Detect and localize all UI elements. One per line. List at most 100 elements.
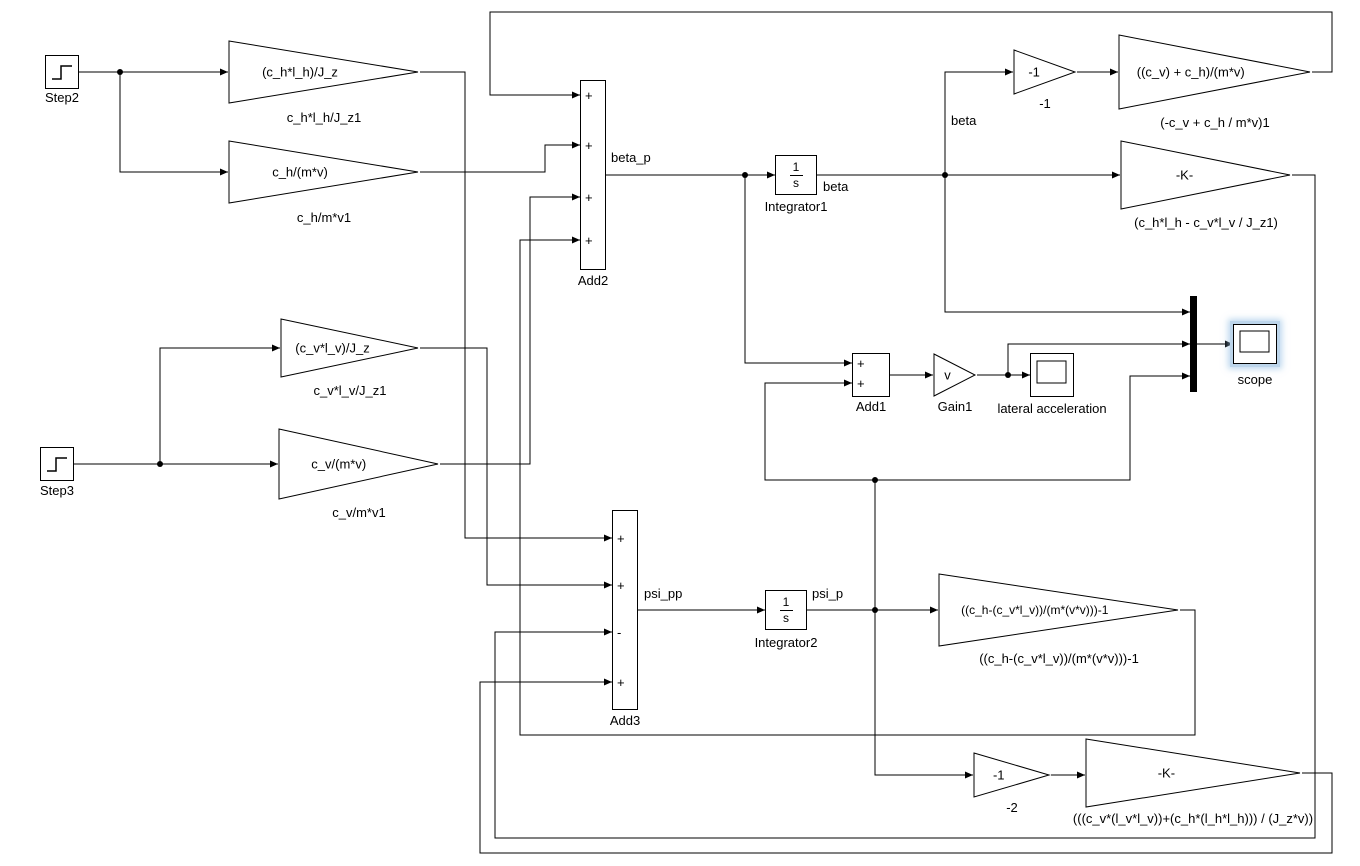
wire-big-to-add2[interactable] xyxy=(519,236,1196,736)
wire-step3-branch[interactable] xyxy=(159,344,280,464)
block-label-integrator1: Integrator1 xyxy=(764,199,828,214)
block-label-add2: Add2 xyxy=(577,273,609,288)
sum-sign: + xyxy=(857,376,865,391)
gain-k2[interactable]: -K- xyxy=(1085,738,1302,808)
sum-sign: + xyxy=(585,190,593,205)
sum-sign: + xyxy=(585,88,593,103)
block-label-add3: Add3 xyxy=(609,713,641,728)
gain-expression: -1 xyxy=(1028,64,1040,80)
integrator1-block[interactable]: 1 s xyxy=(775,155,817,195)
wire-ay-to-mux[interactable] xyxy=(1007,340,1190,375)
block-label-chlh: c_h*l_h/J_z1 xyxy=(286,110,362,125)
signal-label-beta-p: beta_p xyxy=(611,150,651,165)
wire-k1-to-add3[interactable] xyxy=(494,174,1316,839)
sum-add3[interactable]: + + - + xyxy=(612,510,638,710)
block-label-cvmv: c_v/m*v1 xyxy=(332,505,386,520)
block-label-neg1: -1 xyxy=(1039,96,1051,111)
wire-beta-feedback-top[interactable] xyxy=(489,11,1333,99)
wire-beta-to-mux[interactable] xyxy=(944,175,1190,316)
gain-expression: v xyxy=(944,367,951,383)
block-label-chmv: c_h/m*v1 xyxy=(296,210,352,225)
wire-psip-to-mux[interactable] xyxy=(875,372,1190,481)
wire-cvlv-to-add3[interactable] xyxy=(420,347,612,589)
block-label-neg2: -2 xyxy=(1006,800,1018,815)
sum-sign: + xyxy=(617,675,625,690)
gain-triangle xyxy=(228,40,419,104)
wire-psip-to-neg2[interactable] xyxy=(874,610,973,779)
gain-triangle xyxy=(278,428,439,500)
gain-expression: c_h/(m*v) xyxy=(272,164,328,180)
gain-cv-mv[interactable]: c_v/(m*v) xyxy=(278,428,440,500)
gain-expression: ((c_h-(c_v*l_v))/(m*(v*v)))-1 xyxy=(961,603,1109,617)
fraction-bar xyxy=(789,174,803,176)
gain-neg2[interactable]: -1 xyxy=(973,752,1051,798)
wire-chmv-to-add2[interactable] xyxy=(420,141,580,173)
step-icon xyxy=(47,457,67,472)
block-label-step2: Step2 xyxy=(45,90,79,105)
branch-dot xyxy=(117,69,123,75)
block-label-add1: Add1 xyxy=(855,399,887,414)
gain-chlh-jz[interactable]: (c_h*l_h)/J_z xyxy=(228,40,420,104)
gain-triangle xyxy=(1120,140,1291,210)
scope-icon xyxy=(1036,360,1067,384)
block-label-scope: scope xyxy=(1237,372,1273,387)
gain-triangle xyxy=(933,353,977,397)
wire-betap-to-add1[interactable] xyxy=(744,175,852,367)
signal-label-beta-feedback: beta xyxy=(951,113,977,128)
gain-expression: (c_v*l_v)/J_z xyxy=(295,340,370,356)
denominator: s xyxy=(783,610,789,625)
step-icon xyxy=(52,65,72,80)
gain-cvlv-jz[interactable]: (c_v*l_v)/J_z xyxy=(280,318,420,378)
branch-dot xyxy=(872,607,878,613)
fraction-bar xyxy=(779,609,793,611)
wire-beta-to-neg1[interactable] xyxy=(944,68,1013,175)
gain-triangle xyxy=(228,140,419,204)
wire-psip-to-add1[interactable] xyxy=(764,379,876,610)
block-label-step3: Step3 xyxy=(40,483,74,498)
sum-sign: + xyxy=(585,138,593,153)
scope-icon xyxy=(1239,330,1270,353)
sum-add2[interactable]: + + + + xyxy=(580,80,606,270)
numerator: 1 xyxy=(792,159,800,174)
block-label-lateral: lateral acceleration xyxy=(997,401,1107,416)
scope-block[interactable] xyxy=(1233,324,1277,364)
signal-label-psi-p: psi_p xyxy=(812,586,844,601)
gain-big-psip[interactable]: ((c_h-(c_v*l_v))/(m*(v*v)))-1 xyxy=(938,573,1180,647)
sum-sign: + xyxy=(857,356,865,371)
wire-chlh-to-add3[interactable] xyxy=(420,71,612,542)
signal-label-psi-pp: psi_pp xyxy=(644,586,683,601)
wire-cvmv-to-add2[interactable] xyxy=(440,193,580,465)
gain-triangle xyxy=(280,318,419,378)
branch-dot xyxy=(1005,372,1011,378)
sum-sign: - xyxy=(617,625,622,640)
gain-k1[interactable]: -K- xyxy=(1120,140,1292,210)
gain-neg1[interactable]: -1 xyxy=(1013,49,1077,95)
gain-expression: ((c_v) + c_h)/(m*v) xyxy=(1136,64,1245,80)
mux-block[interactable] xyxy=(1190,296,1197,392)
scope-lateral-block[interactable] xyxy=(1030,353,1074,397)
gain-expression: -K- xyxy=(1175,167,1194,183)
transfer-function: 1 s xyxy=(779,596,793,625)
wire-k2-to-add3[interactable] xyxy=(479,678,1333,854)
branch-dot xyxy=(742,172,748,178)
block-label-integrator2: Integrator2 xyxy=(754,635,818,650)
wire-step2-branch[interactable] xyxy=(119,72,228,176)
gain-expression: -1 xyxy=(992,767,1005,783)
gain-ch-mv[interactable]: c_h/(m*v) xyxy=(228,140,420,204)
step3-block[interactable] xyxy=(40,447,74,481)
gain-triangle xyxy=(1085,738,1301,808)
gain-cvch-mv[interactable]: ((c_v) + c_h)/(m*v) xyxy=(1118,34,1312,110)
sum-sign: + xyxy=(617,531,625,546)
sum-add1[interactable]: + + xyxy=(852,353,890,397)
block-label-k2: (((c_v*(l_v*l_v))+(c_h*(l_h*l_h))) / (J_… xyxy=(1072,811,1314,826)
gain-expression: (c_h*l_h)/J_z xyxy=(262,64,338,80)
block-label-cvch: (-c_v + c_h / m*v)1 xyxy=(1160,115,1270,130)
step2-block[interactable] xyxy=(45,55,79,89)
gain-expression: c_v/(m*v) xyxy=(311,456,367,472)
signal-label-beta: beta xyxy=(823,179,849,194)
integrator2-block[interactable]: 1 s xyxy=(765,590,807,630)
block-label-big: ((c_h-(c_v*l_v))/(m*(v*v)))-1 xyxy=(979,651,1139,666)
gain1-v[interactable]: v xyxy=(933,353,977,397)
gain-triangle xyxy=(1013,49,1077,95)
